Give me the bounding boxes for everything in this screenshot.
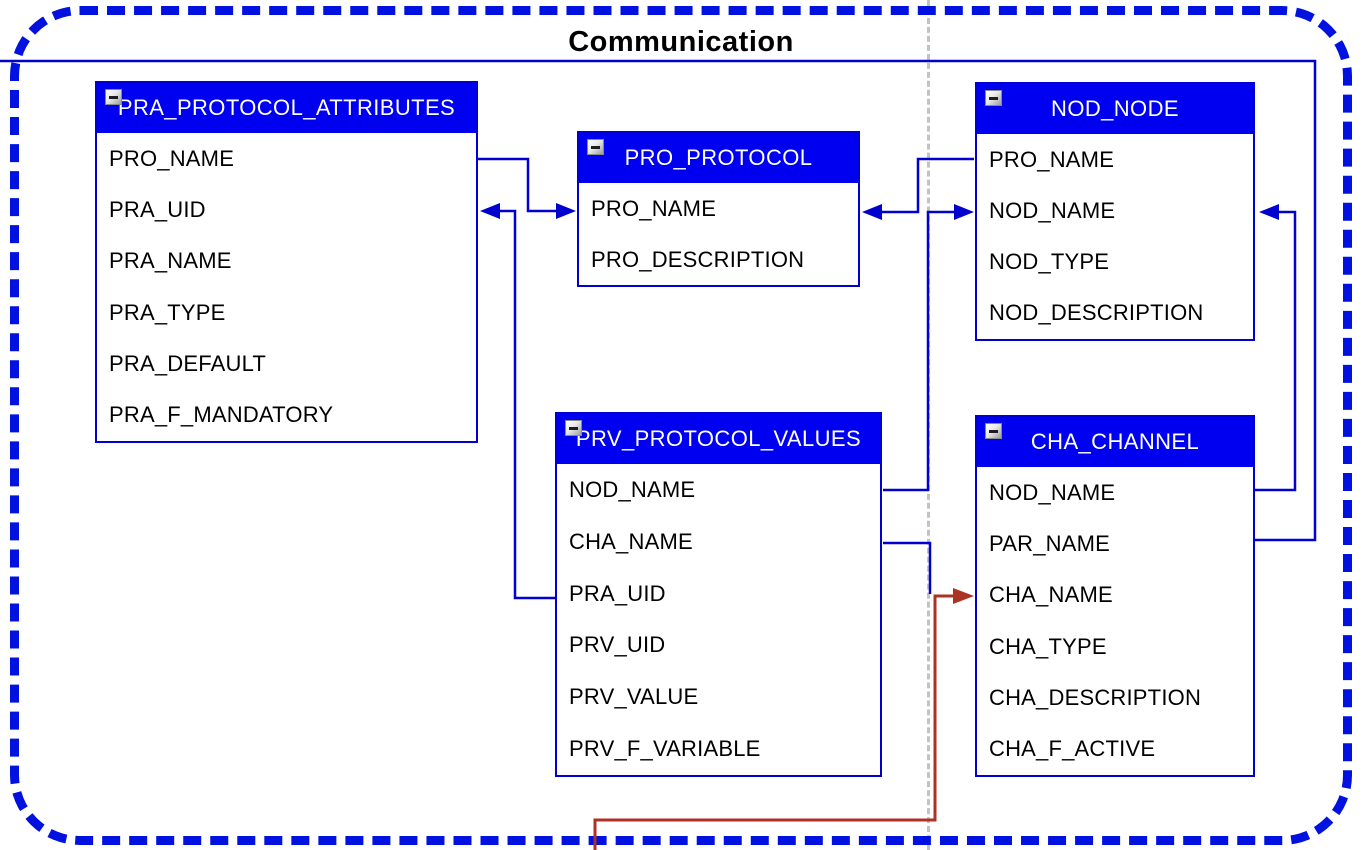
field-pra_default[interactable]: PRA_DEFAULT: [109, 350, 267, 376]
table-header[interactable]: NOD_NODE: [977, 84, 1253, 134]
connector-offscreen-cha-par: [0, 59, 1317, 542]
field-cha_type[interactable]: CHA_TYPE: [989, 633, 1107, 659]
connector-prv-cha-stub: [883, 541, 932, 594]
connector-prv-pra: [498, 209, 556, 600]
field-nod_type[interactable]: NOD_TYPE: [989, 249, 1110, 275]
field-pro_name[interactable]: PRO_NAME: [109, 145, 235, 171]
diagram-title: Communication: [568, 26, 794, 58]
arrowhead-into-pro-right: [862, 204, 882, 220]
collapse-minus-icon[interactable]: [985, 423, 1002, 439]
collapse-minus-icon[interactable]: [587, 139, 604, 155]
minus-glyph: [109, 95, 118, 99]
field-par_name[interactable]: PAR_NAME: [989, 530, 1110, 556]
field-rows: PRO_NAME PRO_DESCRIPTION: [579, 183, 858, 285]
arrowhead-red-into-cha-left: [953, 588, 974, 604]
field-nod_name[interactable]: NOD_NAME: [989, 479, 1116, 505]
field-pro_name[interactable]: PRO_NAME: [591, 195, 717, 221]
field-rows: NOD_NAME PAR_NAME CHA_NAME CHA_TYPE CHA_DESC…: [977, 467, 1253, 775]
arrowhead-into-nod-left: [954, 204, 974, 220]
table-title: PRA_PROTOCOL_ATTRIBUTES: [117, 95, 456, 120]
connector-prv-nod: [883, 210, 956, 492]
field-prv_f_variable[interactable]: PRV_F_VARIABLE: [569, 736, 761, 762]
field-cha_name[interactable]: CHA_NAME: [989, 582, 1113, 608]
field-pra_uid[interactable]: PRA_UID: [569, 580, 666, 606]
collapse-minus-icon[interactable]: [985, 90, 1002, 106]
field-prv_uid[interactable]: PRV_UID: [569, 632, 666, 658]
collapse-minus-icon[interactable]: [565, 420, 582, 436]
minus-glyph: [569, 426, 578, 430]
minus-glyph: [989, 429, 998, 433]
field-cha_description[interactable]: CHA_DESCRIPTION: [989, 684, 1202, 710]
field-rows: PRO_NAME PRA_UID PRA_NAME PRA_TYPE PRA_DEFAU…: [97, 133, 476, 441]
connector-pra-pro: [478, 157, 558, 213]
field-pra_name[interactable]: PRA_NAME: [109, 248, 232, 274]
connector-red-offscreen-cha: [593, 594, 955, 850]
table-header[interactable]: PRV_PROTOCOL_VALUES: [557, 414, 880, 464]
table-prv_protocol_values[interactable]: PRV_PROTOCOL_VALUES NOD_NAME CHA_NAME PRA_…: [555, 412, 882, 777]
table-nod_node[interactable]: NOD_NODE PRO_NAME NOD_NAME NOD_TYPE NOD_DES…: [975, 82, 1255, 341]
arrowhead-into-pra-right: [480, 203, 500, 219]
table-header[interactable]: PRO_PROTOCOL: [579, 133, 858, 183]
table-header[interactable]: PRA_PROTOCOL_ATTRIBUTES: [97, 83, 476, 133]
field-cha_f_active[interactable]: CHA_F_ACTIVE: [989, 736, 1156, 762]
field-nod_description[interactable]: NOD_DESCRIPTION: [989, 300, 1204, 326]
minus-glyph: [989, 96, 998, 100]
communication-frame-border: [10, 6, 1352, 845]
field-pra_f_mandatory[interactable]: PRA_F_MANDATORY: [109, 402, 334, 428]
collapse-minus-icon[interactable]: [105, 89, 122, 105]
field-prv_value[interactable]: PRV_VALUE: [569, 684, 699, 710]
field-pro_description[interactable]: PRO_DESCRIPTION: [591, 246, 805, 272]
field-pra_uid[interactable]: PRA_UID: [109, 196, 206, 222]
minus-glyph: [591, 145, 600, 149]
table-title: CHA_CHANNEL: [1030, 429, 1200, 454]
table-header[interactable]: CHA_CHANNEL: [977, 417, 1253, 467]
table-title: NOD_NODE: [1051, 96, 1179, 121]
field-pro_name[interactable]: PRO_NAME: [989, 146, 1115, 172]
table-cha_channel[interactable]: CHA_CHANNEL NOD_NAME PAR_NAME CHA_NAME CHA_…: [975, 415, 1255, 777]
table-title: PRO_PROTOCOL: [624, 145, 813, 170]
table-pro_protocol[interactable]: PRO_PROTOCOL PRO_NAME PRO_DESCRIPTION: [577, 131, 860, 287]
field-cha_name[interactable]: CHA_NAME: [569, 528, 693, 554]
arrowhead-into-pro-left: [556, 203, 576, 219]
field-rows: PRO_NAME NOD_NAME NOD_TYPE NOD_DESCRIPTION: [977, 134, 1253, 339]
table-title: PRV_PROTOCOL_VALUES: [575, 426, 862, 451]
connector-cha-nod: [1254, 210, 1297, 492]
field-nod_name[interactable]: NOD_NAME: [989, 197, 1116, 223]
field-nod_name[interactable]: NOD_NAME: [569, 476, 696, 502]
field-pra_type[interactable]: PRA_TYPE: [109, 299, 226, 325]
arrowhead-into-nod-right: [1259, 204, 1279, 220]
connector-nod-pro: [880, 157, 974, 214]
field-rows: NOD_NAME CHA_NAME PRA_UID PRV_UID PRV_VALUE P…: [557, 464, 880, 775]
